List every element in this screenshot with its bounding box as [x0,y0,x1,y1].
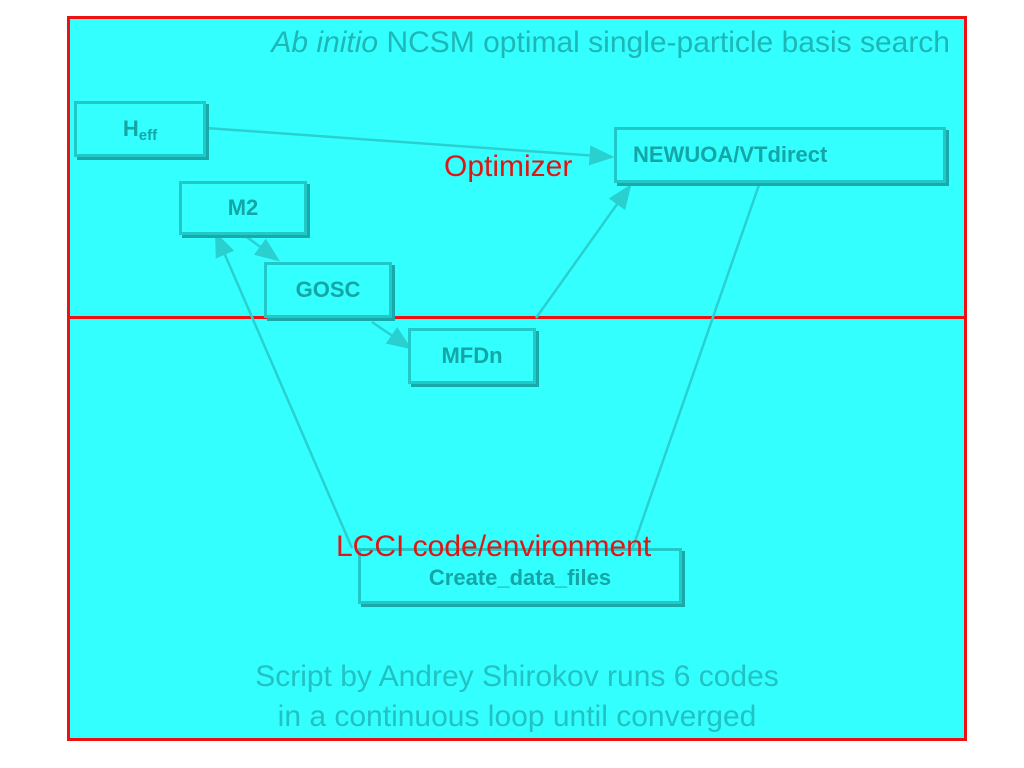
node-m2: M2 [179,181,307,235]
footer-line-1: Script by Andrey Shirokov runs 6 codes [255,660,779,693]
heff-main: H [122,116,139,141]
arrow-mfdn-to-newuoa [534,183,632,319]
arrow-create-to-m2 [214,231,354,549]
heff-sub: eff [138,126,158,144]
arrow-heff-to-newuoa [205,126,615,166]
title-italic: Ab initio [271,26,379,59]
arrow-m2-to-gosc [239,230,281,262]
lcci-panel [67,316,967,741]
node-mfdn: MFDn [408,328,536,384]
arrow-newuoa-to-create [630,181,762,551]
diagram-title: Ab initio NCSM optimal single-particle b… [170,26,950,60]
node-newuoa: NEWUOA/VTdirect [614,127,946,183]
arrow-gosc-to-mfdn [371,320,413,350]
footer-line-2: in a continuous loop until converged [277,700,757,733]
footer-note: Script by Andrey Shirokov runs 6 codes i… [67,657,967,737]
optimizer-label: Optimizer [444,150,573,183]
title-rest: NCSM optimal single-particle basis searc… [386,26,950,59]
lcci-label: LCCI code/environment [336,530,652,563]
node-create-data-files: Create_data_files [358,548,682,604]
node-gosc: GOSC [264,262,392,318]
